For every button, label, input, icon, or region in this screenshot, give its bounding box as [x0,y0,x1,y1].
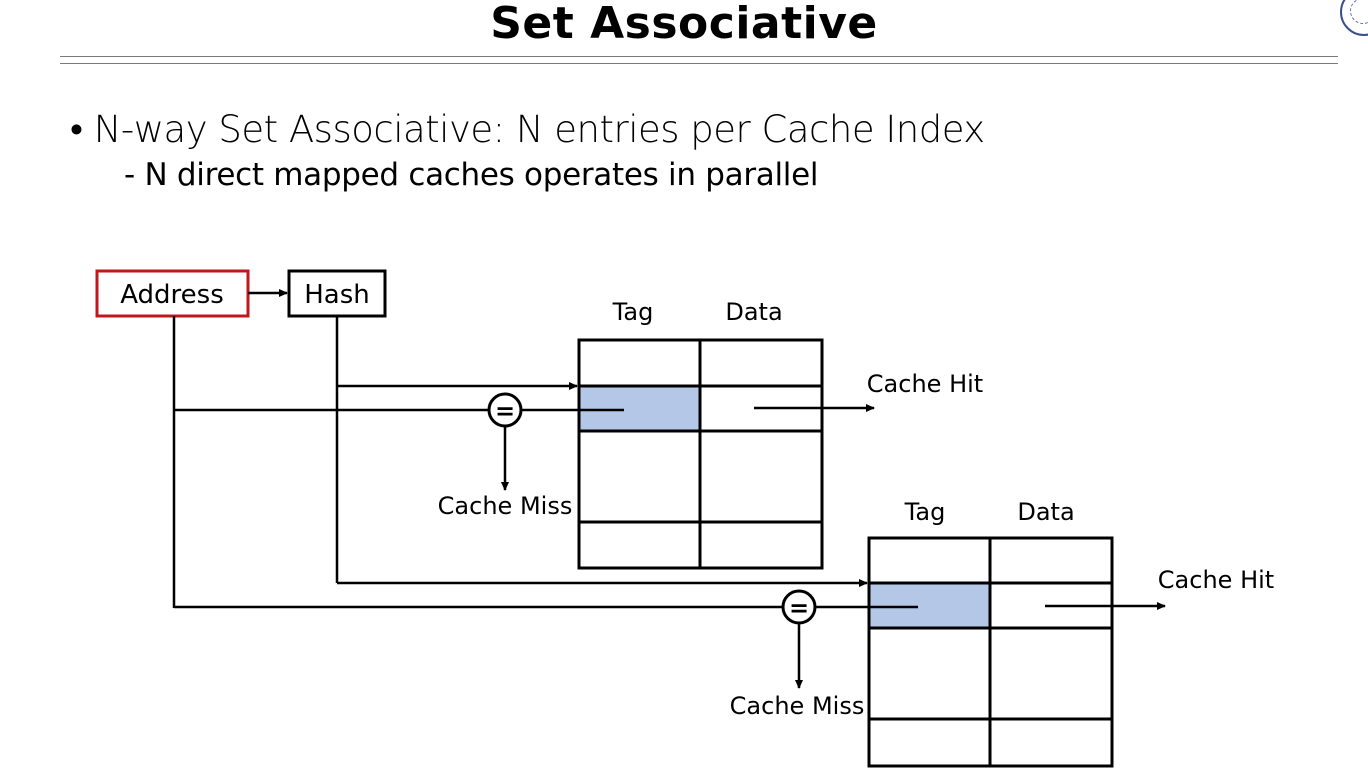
address-label: Address [120,280,224,310]
hash-box: Hash [287,269,387,318]
hash-label: Hash [304,280,370,310]
bullet-sub-text: N direct mapped caches operates in paral… [144,157,819,193]
selected-tag-cell [579,386,700,431]
bullet-marker: • [70,108,83,151]
data-header: Data [1017,498,1074,526]
title-divider-top [60,56,1338,57]
comparator: = [487,392,523,428]
slide-title: Set Associative [490,0,878,49]
bullet-sub: - N direct mapped caches operates in par… [124,157,818,193]
tag-header: Tag [904,498,946,526]
cache-hit-label: Cache Hit [867,370,983,398]
cache-miss-label: Cache Miss [438,492,573,520]
bullet-main-text: N-way Set Associative: N entries per Cac… [93,108,985,151]
bullet-main: • N-way Set Associative: N entries per C… [70,108,985,151]
comparator-symbol: = [789,594,809,622]
address-box: Address [95,269,250,318]
selected-tag-cell [869,583,990,628]
comparator: = [781,589,817,625]
tag-header: Tag [612,298,654,326]
data-header: Data [725,298,782,326]
bullet-sub-marker: - [124,157,135,193]
cache-miss-label: Cache Miss [730,692,865,720]
cache-way-1: Tag Data = Cache Miss Cache Hit [174,298,983,570]
cache-hit-label: Cache Hit [1158,566,1274,594]
comparator-symbol: = [495,397,515,425]
title-divider-bottom [60,63,1338,64]
cache-way-2: Tag Data = Cache Miss Cache Hit [174,498,1274,768]
address-box-border [95,269,250,318]
